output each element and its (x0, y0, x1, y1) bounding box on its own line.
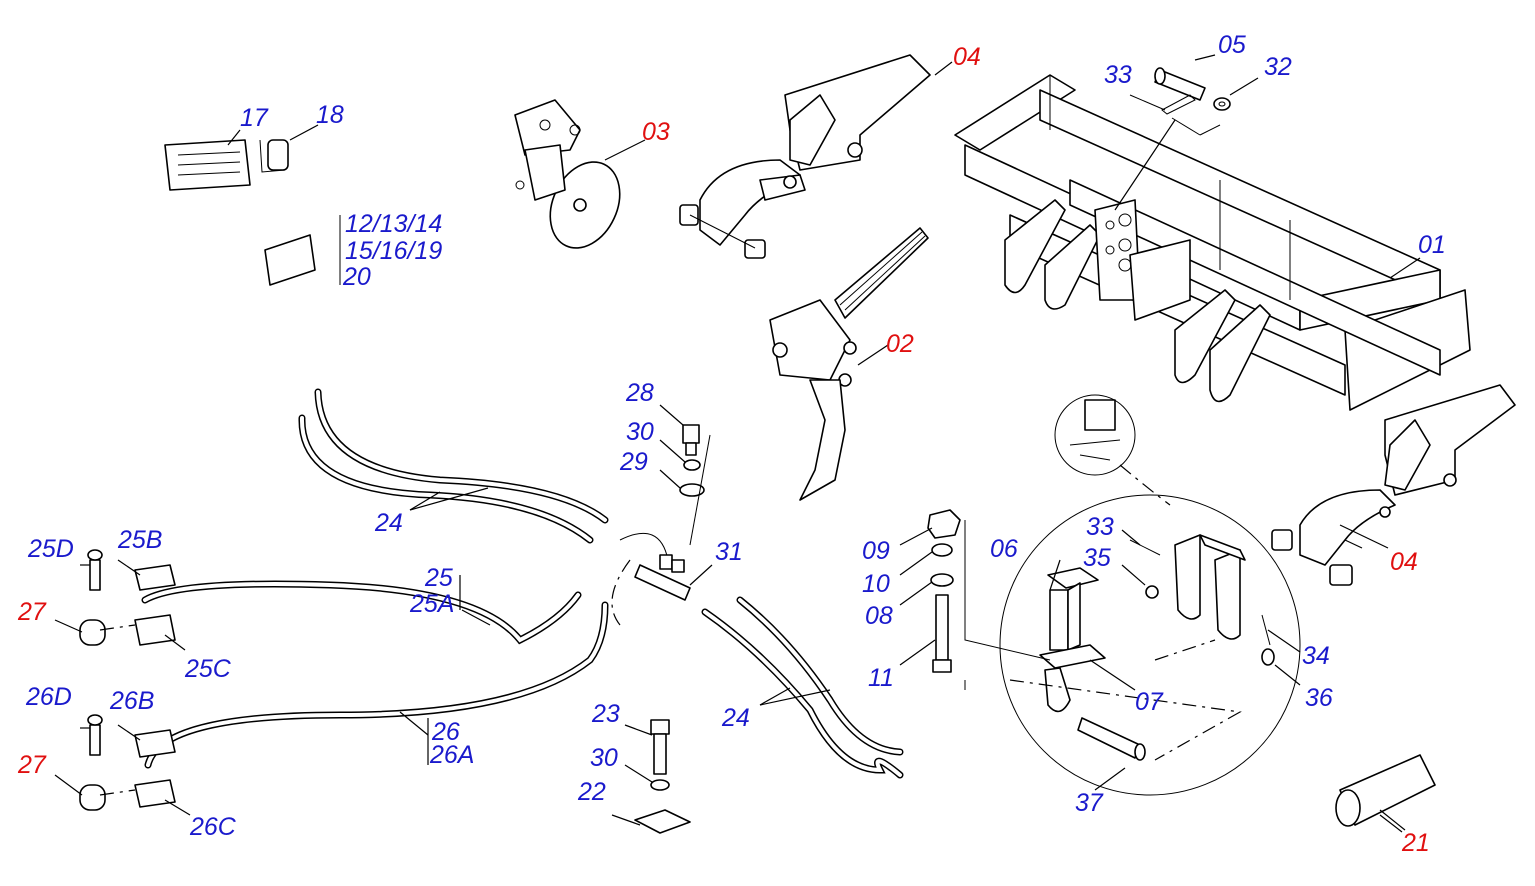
label-26A: 26A (429, 741, 474, 769)
label-12-13-14: 12/13/14 (345, 210, 442, 238)
label-25B: 25B (117, 526, 162, 554)
label-18: 18 (316, 101, 344, 129)
label-24-bottom: 24 (721, 704, 750, 732)
label-26C: 26C (189, 813, 237, 841)
label-23: 23 (591, 700, 620, 728)
label-30-top: 30 (626, 418, 654, 446)
label-10: 10 (862, 570, 890, 598)
label-32: 32 (1264, 53, 1292, 81)
leader-lines (54, 124, 1421, 833)
label-30-bottom: 30 (590, 744, 618, 772)
bolt-stack-11 (927, 509, 966, 690)
part-labels: 01 02 03 04 04 05 06 07 08 09 10 11 12/1… (17, 31, 1446, 857)
label-02: 02 (886, 330, 914, 358)
label-27-bottom: 27 (17, 751, 47, 779)
label-04-right: 04 (1390, 548, 1418, 576)
label-06: 06 (990, 535, 1018, 563)
label-03: 03 (642, 118, 670, 146)
label-27-top: 27 (17, 598, 47, 626)
label-26D: 26D (25, 683, 72, 711)
label-25D: 25D (27, 535, 74, 563)
sleeve-21 (1335, 754, 1436, 831)
valve-block-31 (634, 554, 713, 601)
label-20: 20 (342, 263, 371, 291)
nameplate-17 (164, 139, 289, 191)
label-17: 17 (240, 104, 269, 132)
hydraulic-hoses (141, 388, 904, 779)
pin-assembly-05 (1114, 54, 1259, 211)
disc-assembly-03 (514, 99, 646, 249)
bolt-stack-23 (634, 719, 691, 834)
label-04-top: 04 (953, 43, 981, 71)
label-05: 05 (1218, 31, 1246, 59)
main-frame-01 (954, 74, 1471, 411)
arm-assembly-04-right (1271, 384, 1516, 586)
label-26: 26 (431, 718, 460, 746)
label-09: 09 (862, 537, 890, 565)
label-35: 35 (1083, 544, 1111, 572)
detail-view-circle (964, 394, 1301, 796)
label-25A: 25A (409, 590, 454, 618)
label-31: 31 (715, 538, 743, 566)
arm-assembly-04-top (679, 54, 953, 259)
label-24-top: 24 (374, 509, 403, 537)
label-36: 36 (1305, 684, 1333, 712)
label-34: 34 (1302, 642, 1330, 670)
label-15-16-19: 15/16/19 (345, 237, 442, 265)
label-26B: 26B (109, 687, 154, 715)
label-29: 29 (619, 448, 648, 476)
coupler-set-26 (79, 714, 176, 811)
label-37: 37 (1075, 789, 1104, 817)
label-21: 21 (1401, 829, 1430, 857)
label-22: 22 (577, 778, 606, 806)
label-11: 11 (868, 664, 894, 692)
label-33-top: 33 (1104, 61, 1132, 89)
label-07: 07 (1135, 688, 1164, 716)
label-01: 01 (1418, 231, 1446, 259)
label-25C: 25C (184, 655, 232, 683)
decal-sheet-12 (264, 215, 341, 286)
label-28: 28 (625, 379, 654, 407)
label-33-detail: 33 (1086, 513, 1114, 541)
label-08: 08 (865, 602, 893, 630)
bolt-stack-28 (679, 424, 711, 546)
coupler-set-25 (79, 549, 176, 646)
tine-assembly-02 (769, 227, 929, 501)
label-25: 25 (424, 564, 453, 592)
